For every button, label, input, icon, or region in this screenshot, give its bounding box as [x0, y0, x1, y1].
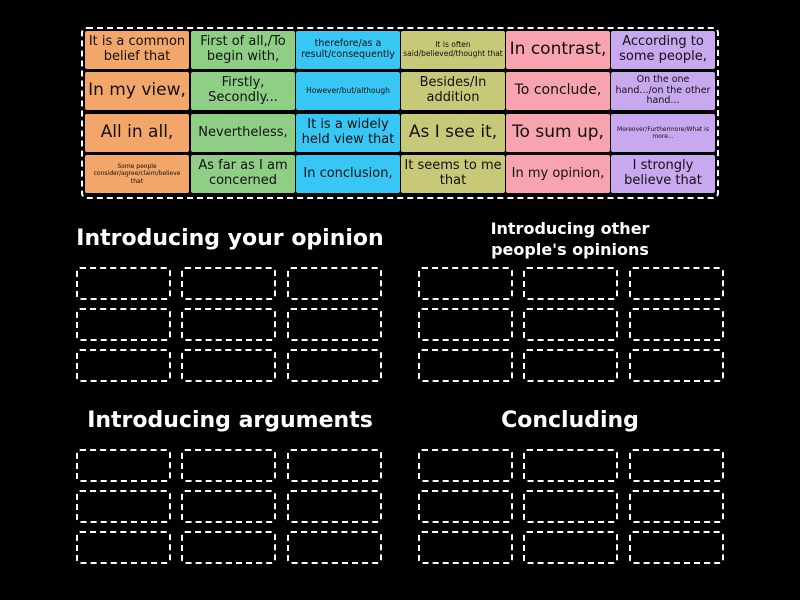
drop-slot-arguments[interactable] — [76, 531, 171, 564]
drop-slot-other-opinions[interactable] — [629, 308, 724, 341]
drop-slot-concluding[interactable] — [629, 531, 724, 564]
drop-slot-other-opinions[interactable] — [523, 267, 618, 300]
card-firstly-secondly[interactable]: Firstly, Secondly... — [191, 72, 295, 110]
card-in-contrast[interactable]: In contrast, — [506, 31, 610, 69]
drop-slot-arguments[interactable] — [181, 531, 276, 564]
card-moreover[interactable]: Moreover/Furthermore/What is more... — [611, 114, 715, 152]
group-title-other-opinions: Introducing other people's opinions — [420, 219, 720, 261]
drop-slot-your-opinion[interactable] — [287, 308, 382, 341]
drop-slot-concluding[interactable] — [418, 490, 513, 523]
card-therefore[interactable]: therefore/as a result/consequently — [296, 31, 400, 69]
card-according-to[interactable]: According to some people, — [611, 31, 715, 69]
drop-slot-arguments[interactable] — [76, 449, 171, 482]
card-widely-held[interactable]: It is a widely held view that — [296, 114, 400, 152]
drop-slot-your-opinion[interactable] — [76, 349, 171, 382]
drop-slot-your-opinion[interactable] — [181, 308, 276, 341]
drop-slot-other-opinions[interactable] — [418, 349, 513, 382]
card-nevertheless[interactable]: Nevertheless, — [191, 114, 295, 152]
drop-slot-concluding[interactable] — [418, 449, 513, 482]
card-first-of-all[interactable]: First of all,/To begin with, — [191, 31, 295, 69]
card-it-seems[interactable]: It seems to me that — [401, 155, 505, 193]
drop-slot-other-opinions[interactable] — [629, 267, 724, 300]
card-besides[interactable]: Besides/In addition — [401, 72, 505, 110]
drop-slot-other-opinions[interactable] — [418, 308, 513, 341]
drop-slot-your-opinion[interactable] — [287, 267, 382, 300]
card-common-belief[interactable]: It is a common belief that — [85, 31, 189, 69]
drop-slot-your-opinion[interactable] — [181, 349, 276, 382]
drop-slot-arguments[interactable] — [76, 490, 171, 523]
card-some-people[interactable]: Some people consider/agree/claim/believe… — [85, 155, 189, 193]
drop-slot-concluding[interactable] — [418, 531, 513, 564]
card-all-in-all[interactable]: All in all, — [85, 114, 189, 152]
drop-slot-your-opinion[interactable] — [76, 267, 171, 300]
drop-slot-your-opinion[interactable] — [181, 267, 276, 300]
card-often-said[interactable]: It is often said/believed/thought that — [401, 31, 505, 69]
drop-slot-concluding[interactable] — [523, 531, 618, 564]
group-title-other-opinions-line2: people's opinions — [491, 239, 649, 259]
drop-slot-arguments[interactable] — [181, 449, 276, 482]
card-as-i-see-it[interactable]: As I see it, — [401, 114, 505, 152]
card-to-sum-up[interactable]: To sum up, — [506, 114, 610, 152]
card-in-conclusion[interactable]: In conclusion, — [296, 155, 400, 193]
card-strongly-believe[interactable]: I strongly believe that — [611, 155, 715, 193]
group-title-other-opinions-line1: Introducing other — [490, 219, 650, 238]
drop-slot-arguments[interactable] — [181, 490, 276, 523]
drop-slot-concluding[interactable] — [523, 449, 618, 482]
drop-slot-concluding[interactable] — [629, 490, 724, 523]
drop-slot-your-opinion[interactable] — [287, 349, 382, 382]
card-however[interactable]: However/but/although — [296, 72, 400, 110]
drop-slot-concluding[interactable] — [629, 449, 724, 482]
card-to-conclude[interactable]: To conclude, — [506, 72, 610, 110]
group-title-arguments: Introducing arguments — [87, 408, 373, 433]
drop-slot-concluding[interactable] — [523, 490, 618, 523]
drop-slot-arguments[interactable] — [287, 531, 382, 564]
card-pool — [81, 27, 719, 199]
card-as-far-as[interactable]: As far as I am concerned — [191, 155, 295, 193]
card-in-my-opinion[interactable]: In my opinion, — [506, 155, 610, 193]
drop-slot-other-opinions[interactable] — [418, 267, 513, 300]
card-in-my-view[interactable]: In my view, — [85, 72, 189, 110]
drop-slot-arguments[interactable] — [287, 449, 382, 482]
drop-slot-other-opinions[interactable] — [629, 349, 724, 382]
drop-slot-other-opinions[interactable] — [523, 308, 618, 341]
drop-slot-your-opinion[interactable] — [76, 308, 171, 341]
group-title-concluding: Concluding — [501, 408, 639, 433]
drop-slot-other-opinions[interactable] — [523, 349, 618, 382]
card-one-hand[interactable]: On the one hand.../on the other hand... — [611, 72, 715, 110]
group-title-your-opinion: Introducing your opinion — [76, 226, 384, 251]
drop-slot-arguments[interactable] — [287, 490, 382, 523]
